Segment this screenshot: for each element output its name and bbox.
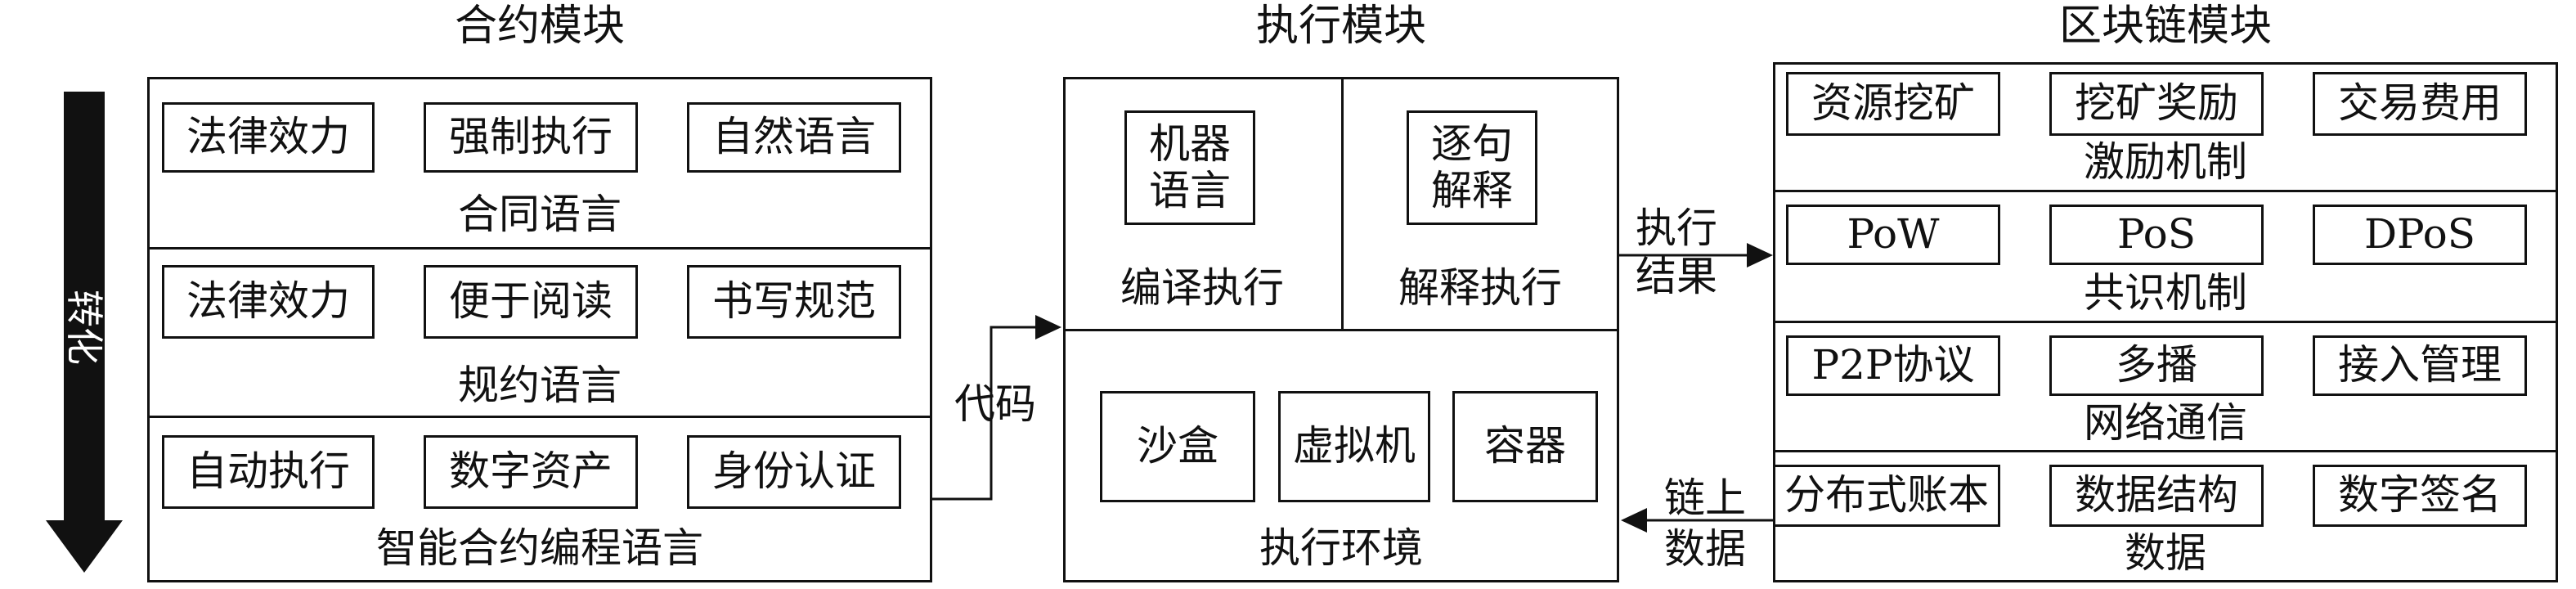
data-label: 数据 — [2125, 529, 2206, 578]
protocol-item-writing-standard-label: 书写规范 — [712, 277, 876, 326]
smart-item-auto-execute-label: 自动执行 — [186, 447, 350, 496]
incentive-mechanism-label: 激励机制 — [2084, 138, 2247, 187]
contract-module-title: 合约模块 — [454, 2, 625, 52]
data-item-digital-signature — [2313, 465, 2527, 527]
line-interpret-label: 逐句 解释 — [1431, 119, 1513, 214]
protocol-item-legal-effect-label: 法律效力 — [186, 277, 350, 326]
protocol-item-readable — [424, 265, 638, 339]
contract-divider-1 — [147, 247, 932, 250]
data-item-digital-signature-label: 数字签名 — [2338, 471, 2502, 519]
result-arrow-label: 执行 结果 — [1636, 205, 1717, 300]
execution-divider-horizontal — [1063, 329, 1619, 331]
incentive-item-resource-mining — [1786, 72, 2000, 136]
blockchain-divider-1 — [1773, 190, 2558, 192]
consensus-mechanism-label: 共识机制 — [2084, 269, 2247, 317]
incentive-item-mining-reward — [2049, 72, 2264, 136]
data-item-distributed-ledger-label: 分布式账本 — [1784, 471, 1989, 519]
protocol-item-legal-effect — [162, 265, 375, 339]
blockchain-module-title: 区块链模块 — [2058, 2, 2272, 52]
virtual-machine-label: 虚拟机 — [1293, 422, 1416, 470]
container-label: 容器 — [1484, 422, 1566, 470]
execution-divider-vertical — [1341, 77, 1344, 329]
incentive-item-transaction-fee — [2313, 72, 2527, 136]
execution-module-title: 执行模块 — [1255, 2, 1426, 52]
sandbox-box — [1100, 391, 1255, 502]
sandbox-label: 沙盒 — [1137, 422, 1218, 470]
consensus-item-dpos — [2313, 205, 2527, 265]
machine-language-label: 机器 语言 — [1149, 119, 1231, 214]
contract-language-label: 合同语言 — [458, 191, 622, 239]
consensus-item-pos — [2049, 205, 2264, 265]
network-item-multicast-label: 多播 — [2116, 341, 2197, 389]
compile-execution-label: 编译执行 — [1120, 264, 1284, 312]
network-item-access-management-label: 接入管理 — [2338, 341, 2502, 389]
contract-item-enforcement-label: 强制执行 — [449, 113, 613, 161]
data-item-data-structure-label: 数据结构 — [2075, 471, 2238, 519]
line-interpret-box — [1407, 110, 1537, 225]
network-communication-label: 网络通信 — [2084, 399, 2247, 447]
protocol-item-writing-standard — [687, 265, 901, 339]
network-item-p2p-label: P2P协议 — [1811, 341, 1975, 389]
smart-item-identity-auth — [687, 435, 901, 509]
smart-contract-language-label: 智能合约编程语言 — [376, 524, 703, 573]
onchain-data-arrow-label: 链上 数据 — [1664, 474, 1746, 573]
contract-item-legal-effect — [162, 102, 375, 173]
blockchain-divider-2 — [1773, 321, 2558, 323]
smart-item-digital-asset — [424, 435, 638, 509]
consensus-item-pos-label: PoS — [2117, 210, 2196, 259]
contract-item-natural-language-label: 自然语言 — [712, 113, 876, 161]
consensus-item-dpos-label: DPoS — [2363, 210, 2476, 259]
virtual-machine-box — [1278, 391, 1430, 502]
smart-item-digital-asset-label: 数字资产 — [449, 447, 613, 496]
execution-environment-label: 执行环境 — [1259, 524, 1423, 573]
contract-item-natural-language — [687, 102, 901, 173]
smart-item-identity-auth-label: 身份认证 — [712, 447, 876, 496]
contract-item-legal-effect-label: 法律效力 — [186, 113, 350, 161]
machine-language-box — [1124, 110, 1255, 225]
incentive-item-transaction-fee-label: 交易费用 — [2338, 79, 2502, 128]
incentive-item-resource-mining-label: 资源挖矿 — [1811, 79, 1975, 128]
data-item-distributed-ledger — [1773, 465, 2000, 527]
interpret-execution-label: 解释执行 — [1398, 264, 1562, 312]
protocol-language-label: 规约语言 — [458, 362, 622, 410]
smart-item-auto-execute — [162, 435, 375, 509]
consensus-item-pow — [1786, 205, 2000, 265]
contract-item-enforcement — [424, 102, 638, 173]
network-item-access-management — [2313, 335, 2527, 396]
incentive-item-mining-reward-label: 挖矿奖励 — [2075, 79, 2238, 128]
consensus-item-pow-label: PoW — [1847, 210, 1940, 259]
network-item-multicast — [2049, 335, 2264, 396]
data-item-data-structure — [2049, 465, 2264, 527]
code-arrow-label: 代码 — [954, 380, 1036, 429]
protocol-item-readable-label: 便于阅读 — [449, 277, 613, 326]
blockchain-divider-3 — [1773, 450, 2558, 452]
network-item-p2p — [1786, 335, 2000, 396]
contract-divider-2 — [147, 416, 932, 418]
container-box — [1452, 391, 1598, 502]
